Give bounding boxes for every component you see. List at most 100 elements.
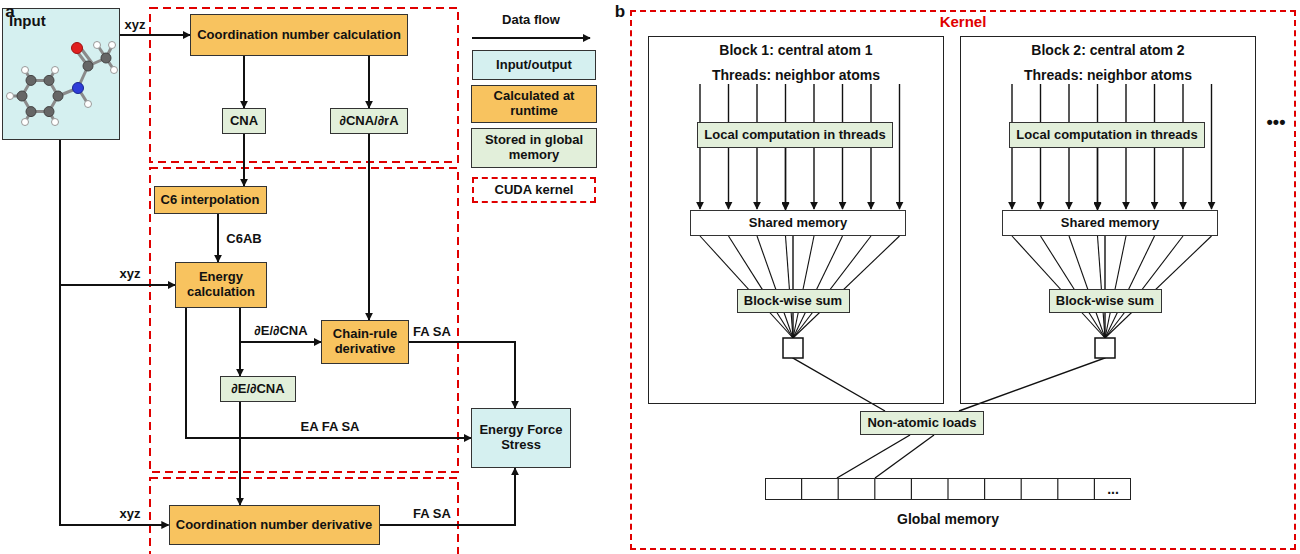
legend-swatch: Stored in global memory [471,128,597,168]
memory-caption: Global memory [766,511,1130,527]
edge-label: FA SA [411,324,453,339]
reduce-line [1069,236,1105,338]
block-title: Block 2: central atom 2 [961,42,1255,58]
reduce-line [793,236,871,338]
sum-cell [783,338,803,358]
load-line [875,435,934,478]
edge-label: ∂E/∂CNA [252,323,309,338]
memory-box: ∂CNA/∂rA [330,108,408,134]
edge-label: xyz [123,17,148,32]
thread-label: Threads: neighbor atoms [961,67,1255,83]
legend-label: Calculated at runtime [478,89,590,119]
block-box: Block 2: central atom 2 Threads: neighbor… [960,36,1256,404]
memory-cell [947,478,948,500]
box-label: Non-atomic loads [867,416,976,431]
box-label: ∂E/∂CNA [231,382,284,397]
molecule-illustration [10,46,114,122]
box-label: Local computation in threads [704,128,885,143]
step-box: Non-atomic loads [860,411,984,435]
flow-connector [1097,148,1098,210]
flow-connector [785,148,786,210]
reduce-line [1105,236,1126,338]
memory-array: Global memory [765,478,1131,500]
legend-label: Data flow [502,13,560,28]
box-label: C6 interpolation [161,193,260,208]
memory-cell [1057,478,1058,500]
flow-connector [239,402,241,505]
flow-connector [368,56,370,108]
process-box: Coordination number calculation [190,14,408,56]
memory-cell [801,478,802,500]
box-label: Shared memory [1061,216,1159,231]
legend-arrow-sample [472,37,590,39]
process-box: Chain-rule derivative [321,320,409,364]
flow-connector [240,308,321,342]
sum-cell [1095,338,1115,358]
step-box: Local computation in threads [697,122,893,148]
flow-connector [217,214,219,262]
edge-label: xyz [118,266,143,281]
legend-label: Stored in global memory [478,133,590,163]
reduce-line [1105,236,1183,338]
reduce-line [729,236,794,338]
flow-connector [243,134,245,186]
flow-connector [60,140,169,525]
input-box: Input [2,8,120,140]
box-label: Block-wise sum [1056,294,1154,309]
step-box: Local computation in threads [1009,122,1205,148]
thread-line [1211,84,1212,209]
memory-cell [838,478,839,500]
block-box: Block 1: central atom 1Threads: neighbor… [648,36,944,404]
edge-label: C6AB [224,231,263,246]
shared-memory-box: Shared memory [1002,210,1218,236]
reduce-line [786,236,794,338]
box-label: Local computation in threads [1016,128,1197,143]
reduce-line [1105,236,1212,338]
ellipsis: ••• [1267,112,1286,133]
thread-line [899,84,900,209]
block-title: Block 1: central atom 1 [649,42,943,58]
kernel-region [150,8,458,162]
reduce-line [793,236,900,338]
legend-item: CUDA kernel [472,177,596,203]
box-label: Chain-rule derivative [328,327,402,357]
box-label: ∂CNA/∂rA [339,114,398,129]
legend-label: CUDA kernel [495,183,574,198]
box-label: Shared memory [749,216,847,231]
reduce-line [1012,236,1105,338]
output-box: Energy Force Stress [471,408,571,468]
ellipsis: ... [1107,481,1119,497]
legend-label: Input/output [496,58,572,73]
flow-connector [120,34,190,36]
memory-cell [874,478,875,500]
kernel-region [150,478,458,554]
flow-connector [837,435,910,478]
panel-letter: b [615,2,625,22]
flow-connector [792,236,793,289]
reduce-line [1041,236,1106,338]
flow-connector [409,342,515,408]
flow-connector [380,468,516,525]
box-label: Energy calculation [182,270,260,300]
legend-swatch: Input/output [472,50,596,80]
kernel-title: Kernel [936,13,991,30]
reduce-line [757,236,793,338]
flow-connector [243,56,245,108]
kernel-box: KernelBlock 1: central atom 1Threads: ne… [630,10,1296,550]
legend-swatch: Calculated at runtime [471,85,597,123]
flow-connector [959,313,1105,411]
reduce-line [1098,236,1106,338]
process-box: C6 interpolation [154,186,267,214]
flow-connector [1104,236,1105,289]
box-label: CNA [230,114,258,129]
step-box: Block-wise sum [1049,289,1162,313]
box-label: Energy Force Stress [478,423,564,453]
molecule-atoms [7,42,118,126]
box-label: Coordination number calculation [197,28,401,43]
legend-item: Data flow [472,9,590,32]
edge-label: xyz [118,506,143,521]
kernel-region [150,168,458,472]
input-ground [2,8,120,140]
box-label: Block-wise sum [744,294,842,309]
flow-connector [239,308,241,376]
